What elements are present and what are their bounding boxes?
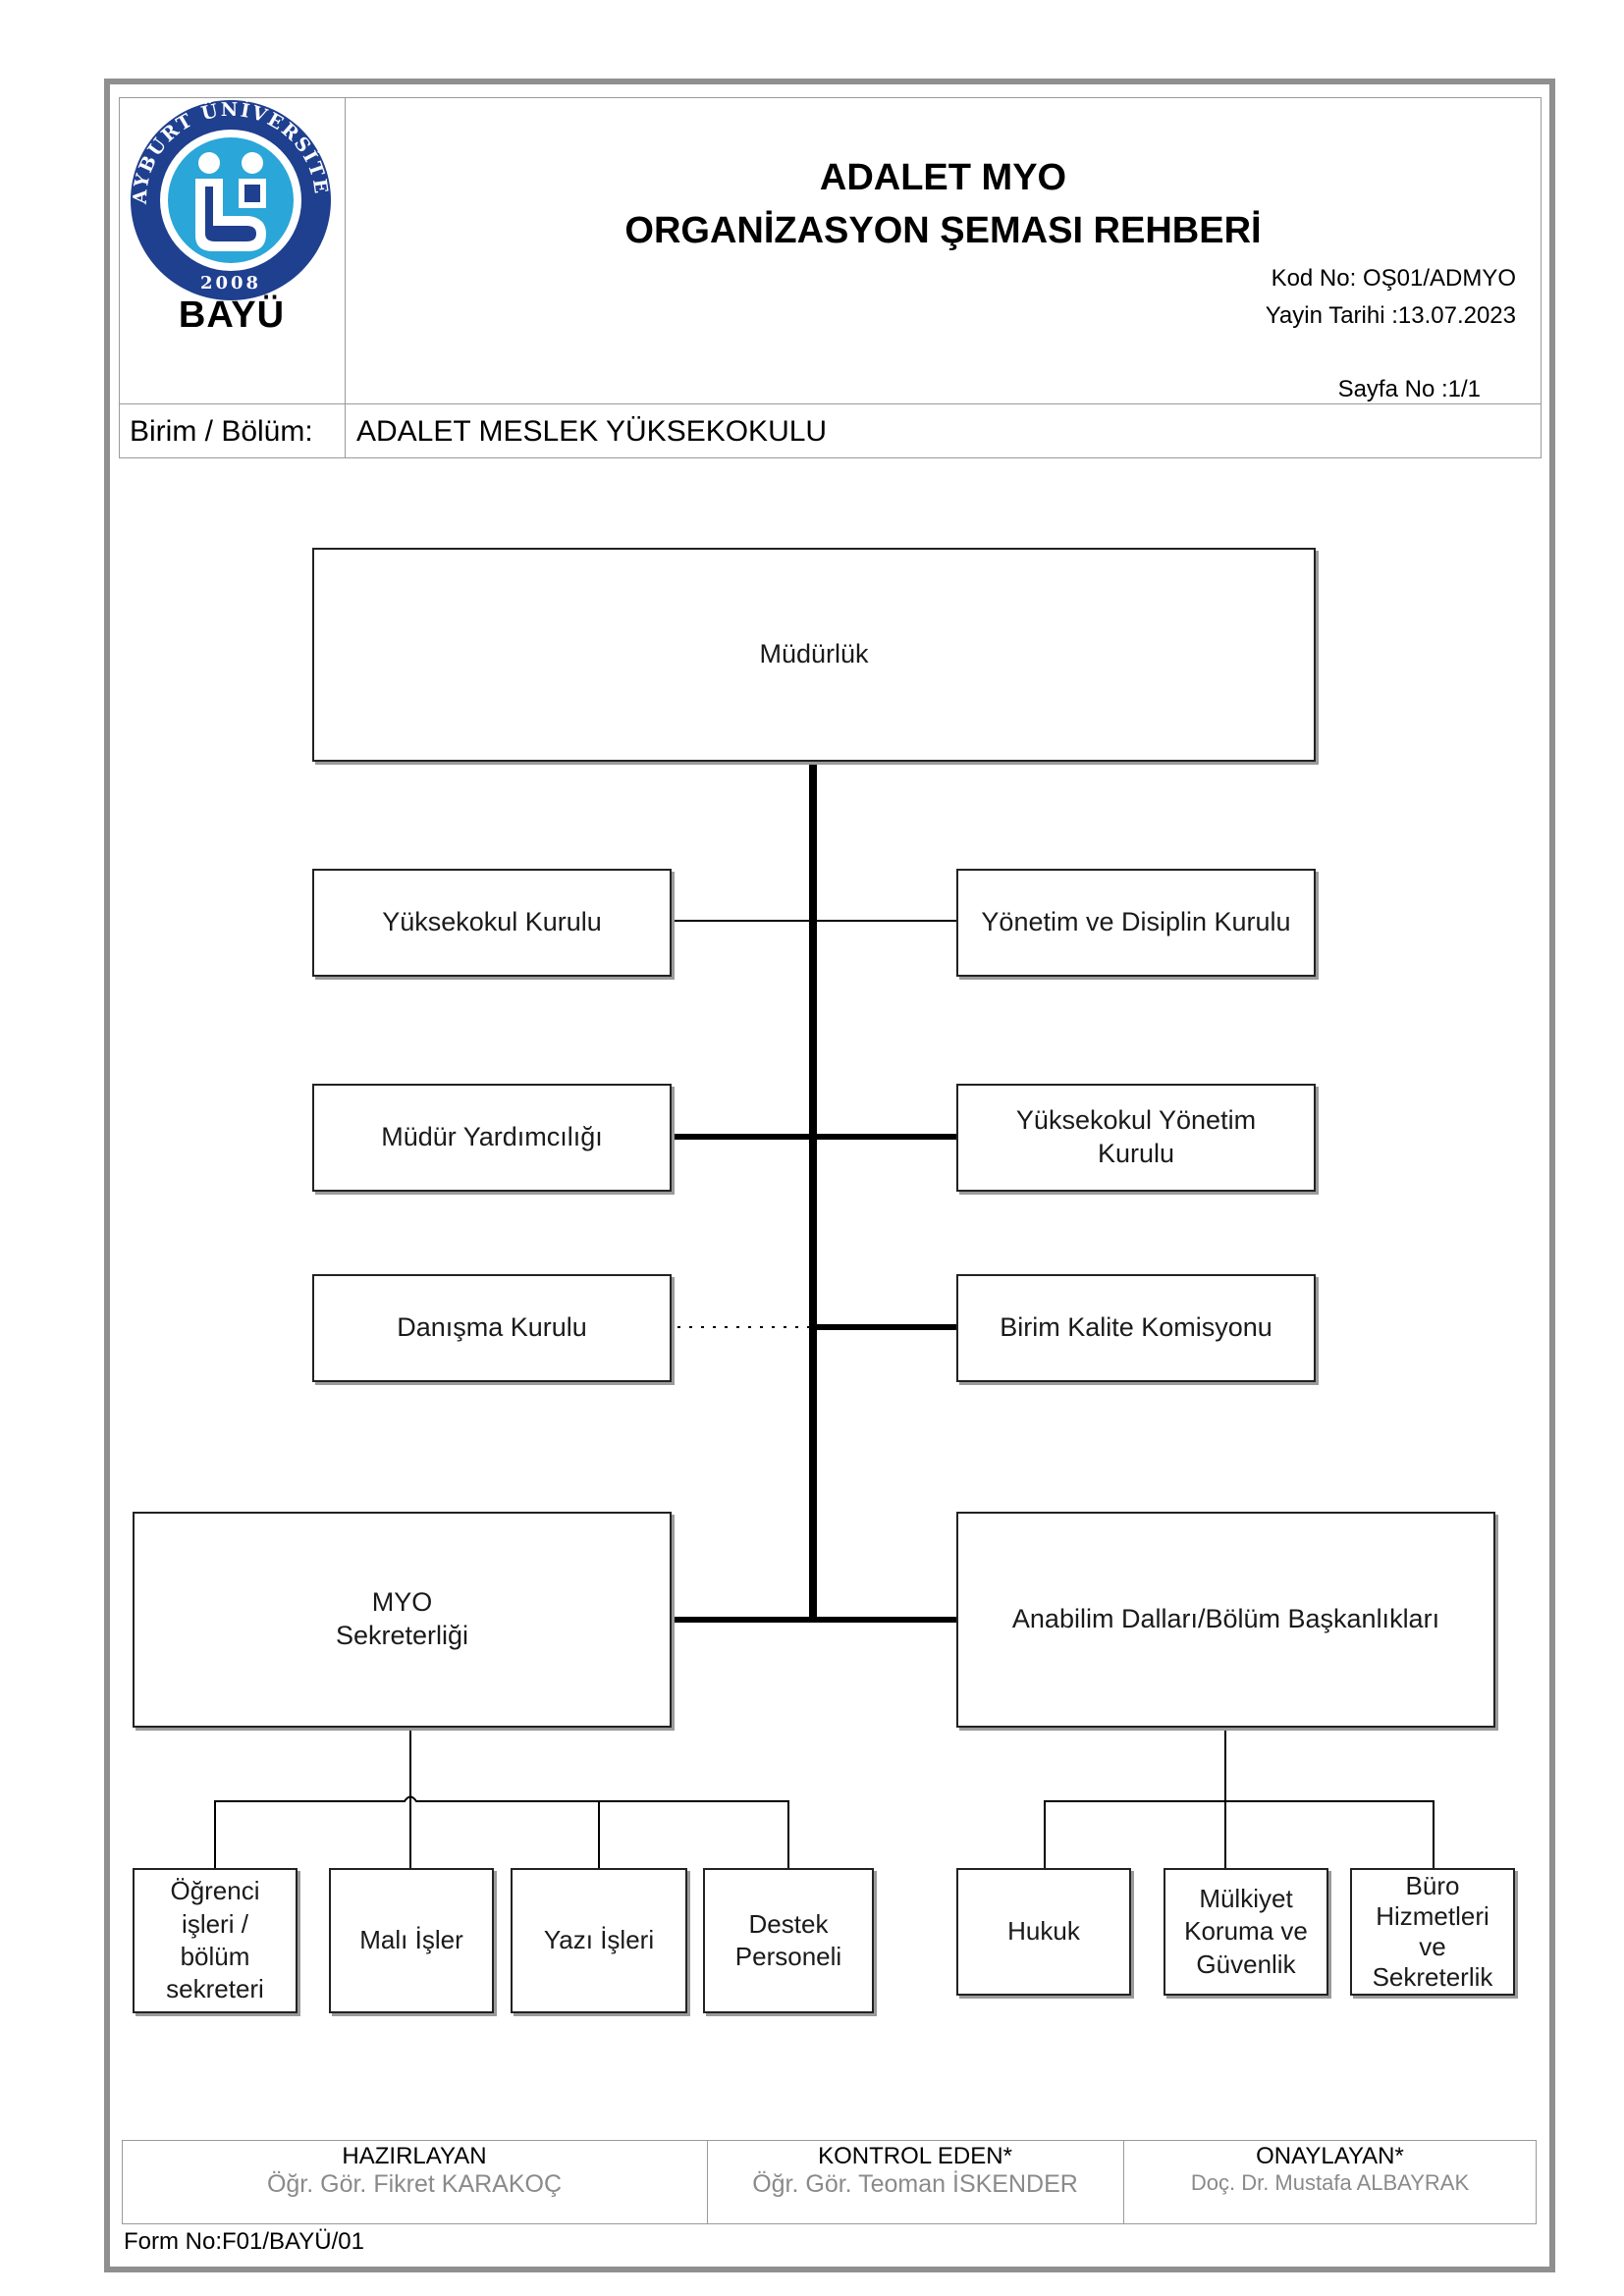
node-mulkiyet-line2: Koruma ve	[1184, 1916, 1308, 1947]
node-buro-line1: Büro	[1405, 1870, 1460, 1900]
node-ogrenci-isleri: Öğrenci işleri / bölüm sekreteri	[133, 1868, 298, 2013]
logo-year: 2008	[200, 273, 261, 294]
node-birim-kalite-komisyonu: Birim Kalite Komisyonu	[956, 1274, 1316, 1382]
node-mali-isler: Malı İşler	[329, 1868, 494, 2013]
header-divider-vertical	[345, 97, 346, 458]
node-anabilim-dallari: Anabilim Dalları/Bölüm Başkanlıkları	[956, 1512, 1495, 1728]
signature-hazirlayan: HAZIRLAYAN Öğr. Gör. Fikret KARAKOÇ	[122, 2143, 707, 2199]
signature-divider-2	[1123, 2140, 1124, 2224]
node-hukuk-label: Hukuk	[1007, 1916, 1080, 1947]
sayfa-no: Sayfa No :1/1	[1337, 376, 1481, 402]
node-ogrenci-line1: Öğrenci	[170, 1876, 260, 1906]
node-mudur-yardimciligi: Müdür Yardımcılığı	[312, 1084, 672, 1192]
document-title-line1: ADALET MYO	[819, 157, 1067, 198]
node-mulkiyet-koruma: Mülkiyet Koruma ve Güvenlik	[1164, 1868, 1328, 1996]
node-mali-isler-label: Malı İşler	[359, 1925, 463, 1955]
signature-kontrol-eden: KONTROL EDEN* Öğr. Gör. Teoman İSKENDER	[707, 2143, 1123, 2199]
hazirlayan-title: HAZIRLAYAN	[342, 2143, 487, 2169]
node-yonetim-disiplin-label: Yönetim ve Disiplin Kurulu	[981, 907, 1291, 937]
signature-divider-1	[707, 2140, 708, 2224]
onaylayan-name: Doç. Dr. Mustafa ALBAYRAK	[1190, 2170, 1470, 2195]
anabilim-sub-branch	[1044, 1800, 1435, 1870]
node-mudurluk: Müdürlük	[312, 548, 1316, 762]
kontrol-title: KONTROL EDEN*	[818, 2143, 1012, 2169]
node-mudurluk-label: Müdürlük	[759, 639, 869, 669]
node-yy-kurulu-line2: Kurulu	[1097, 1139, 1175, 1168]
node-buro-line4: Sekreterlik	[1372, 1962, 1493, 1993]
node-destek-line1: Destek	[748, 1908, 829, 1939]
signature-onaylayan: ONAYLAYAN* Doç. Dr. Mustafa ALBAYRAK	[1123, 2143, 1537, 2196]
node-buro-hizmetleri: Büro Hizmetleri ve Sekreterlik	[1350, 1868, 1515, 1996]
node-buro-line3: ve	[1419, 1932, 1446, 1961]
header-divider-horizontal	[119, 403, 1542, 404]
node-yuksekokul-kurulu-label: Yüksekokul Kurulu	[382, 907, 602, 937]
header-table	[119, 97, 1542, 458]
node-ogrenci-line2: işleri /	[182, 1908, 248, 1939]
node-destek-personeli: Destek Personeli	[703, 1868, 874, 2013]
node-yazi-isleri-label: Yazı İşleri	[543, 1925, 655, 1955]
node-yuksekokul-kurulu: Yüksekokul Kurulu	[312, 869, 672, 977]
page-frame	[104, 79, 1555, 2272]
university-logo-emblem: BAYBURT ÜNİVERSİTESİ 2008	[114, 80, 331, 300]
node-myo-sek-line2: Sekreterliği	[335, 1621, 469, 1650]
node-yazi-isleri: Yazı İşleri	[511, 1868, 687, 2013]
node-yuksekokul-yonetim-kurulu: Yüksekokul Yönetim Kurulu	[956, 1084, 1316, 1192]
node-mudur-yardimciligi-label: Müdür Yardımcılığı	[381, 1122, 603, 1152]
node-anabilim-label: Anabilim Dalları/Bölüm Başkanlıkları	[1011, 1604, 1440, 1634]
node-ogrenci-line3: bölüm	[180, 1942, 250, 1971]
kontrol-name: Öğr. Gör. Teoman İSKENDER	[752, 2170, 1078, 2198]
node-buro-line2: Hizmetleri	[1376, 1900, 1489, 1931]
node-danisma-kurulu-label: Danışma Kurulu	[397, 1312, 587, 1343]
onaylayan-title: ONAYLAYAN*	[1256, 2143, 1404, 2169]
node-myo-sek-line1: MYO	[371, 1587, 433, 1618]
node-myo-sekreterligi: MYO Sekreterliği	[133, 1512, 672, 1728]
signature-table	[122, 2140, 1537, 2224]
node-ogrenci-line4: sekreteri	[166, 1974, 264, 2004]
node-destek-line2: Personeli	[734, 1942, 842, 1971]
logo-abbreviation: BAYÜ	[178, 294, 286, 336]
node-hukuk: Hukuk	[956, 1868, 1131, 1996]
node-birim-kalite-label: Birim Kalite Komisyonu	[1000, 1312, 1272, 1343]
node-yy-kurulu-line1: Yüksekokul Yönetim	[1015, 1105, 1257, 1136]
kod-no: Kod No: OŞ01/ADMYO	[1271, 265, 1516, 292]
university-logo: BAYBURT ÜNİVERSİTESİ 2008	[114, 80, 341, 342]
yayin-tarihi: Yayin Tarihi :13.07.2023	[1265, 302, 1516, 329]
hazirlayan-name: Öğr. Gör. Fikret KARAKOÇ	[266, 2170, 563, 2198]
node-mulkiyet-line1: Mülkiyet	[1199, 1884, 1293, 1914]
birim-value: ADALET MESLEK YÜKSEKOKULU	[356, 415, 828, 448]
form-number: Form No:F01/BAYÜ/01	[124, 2228, 364, 2255]
birim-label: Birim / Bölüm:	[130, 415, 313, 448]
myo-sub-branch	[214, 1795, 789, 1870]
node-danisma-kurulu: Danışma Kurulu	[312, 1274, 672, 1382]
node-mulkiyet-line3: Güvenlik	[1196, 1949, 1296, 1979]
node-yonetim-disiplin-kurulu: Yönetim ve Disiplin Kurulu	[956, 869, 1316, 977]
document-title-line2: ORGANİZASYON ŞEMASI REHBERİ	[624, 210, 1262, 251]
